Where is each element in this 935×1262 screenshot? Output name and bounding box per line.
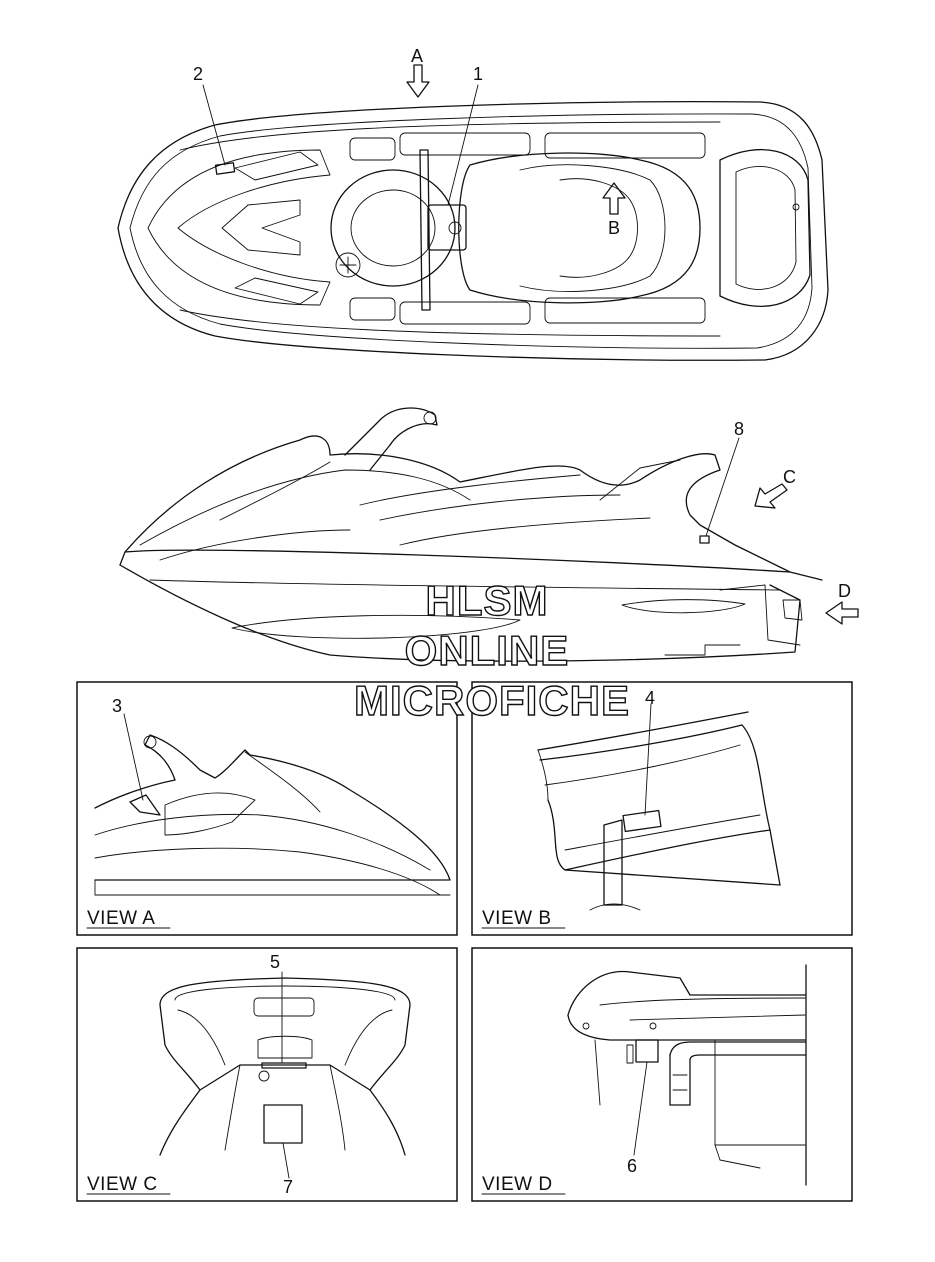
view-arrow-c-label: C — [783, 467, 796, 487]
view-arrow-d — [825, 601, 859, 625]
watermark-line-3: MICROFICHE — [354, 677, 630, 724]
view-b-drawing — [537, 711, 781, 911]
view-d-label: VIEW D — [482, 1174, 553, 1195]
leader-line-6 — [633, 1061, 648, 1156]
watermark: HLSM ONLINE MICROFICHE — [353, 576, 630, 724]
view-arrow-a-label: A — [411, 46, 423, 66]
callout-7: 7 — [283, 1177, 293, 1197]
watermark-line-2: ONLINE — [405, 627, 570, 674]
view-arrow-b — [602, 182, 626, 215]
leader-line-2 — [202, 84, 226, 166]
leader-line-3 — [123, 713, 144, 801]
view-b-label: VIEW B — [482, 908, 552, 929]
view-d-drawing — [567, 964, 807, 1186]
view-arrow-b-label: B — [608, 218, 620, 238]
callout-5: 5 — [270, 952, 280, 972]
view-arrow-c — [754, 483, 788, 509]
leader-line-1 — [447, 84, 479, 206]
callout-4: 4 — [645, 688, 655, 708]
callout-8: 8 — [734, 419, 744, 439]
callout-3: 3 — [112, 696, 122, 716]
view-c-label: VIEW C — [87, 1174, 158, 1195]
view-arrow-a — [406, 64, 430, 98]
leader-line-4 — [644, 703, 652, 816]
callout-1: 1 — [473, 64, 483, 84]
top-view-watercraft — [117, 101, 829, 361]
view-c-panel — [76, 947, 458, 1202]
view-c-drawing — [159, 977, 411, 1156]
side-view-watercraft — [119, 407, 823, 662]
watermark-line-1: HLSM — [426, 577, 549, 624]
leader-line-8 — [705, 437, 740, 537]
callout-2: 2 — [193, 64, 203, 84]
view-a-panel — [76, 681, 458, 936]
leader-line-7 — [282, 1142, 290, 1179]
view-arrow-d-label: D — [838, 581, 851, 601]
view-a-label: VIEW A — [87, 908, 155, 929]
view-a-drawing — [94, 734, 451, 896]
view-d-panel — [471, 947, 853, 1202]
callout-6: 6 — [627, 1156, 637, 1176]
view-b-panel — [471, 681, 853, 936]
